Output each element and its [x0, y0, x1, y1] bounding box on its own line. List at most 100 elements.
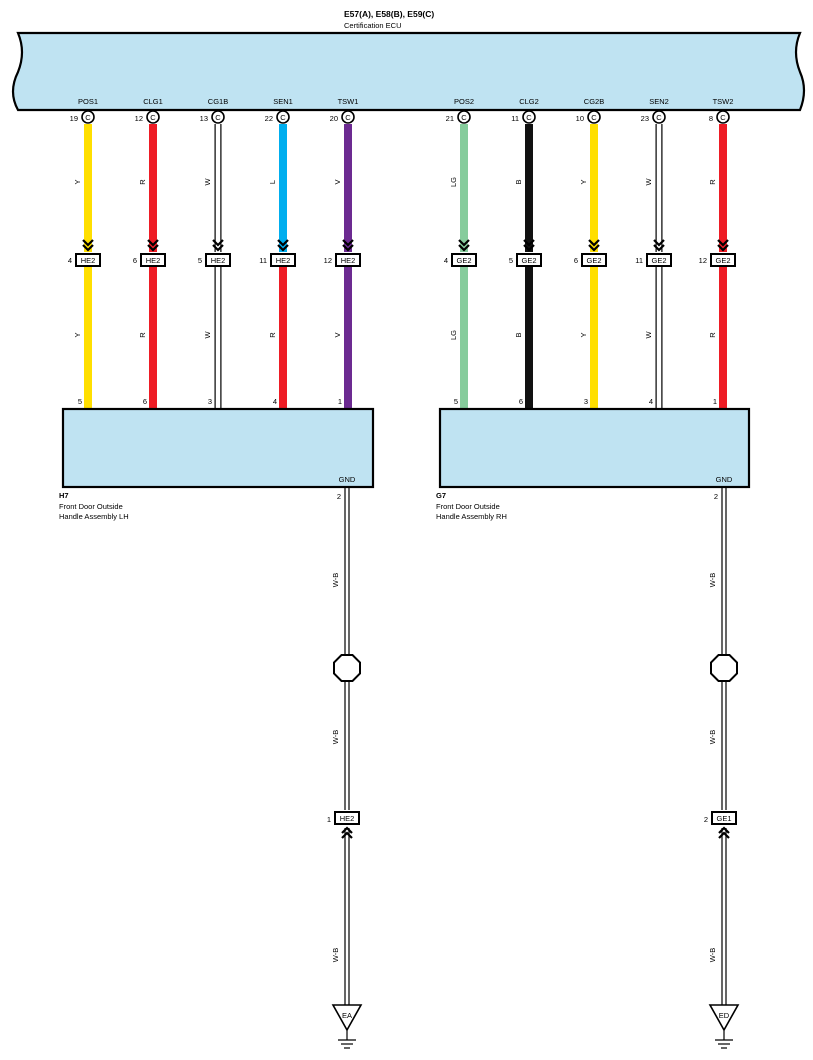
inline-connector: GE2	[646, 253, 672, 267]
wire-sen2: SEN223CWW11GE24SENS	[635, 97, 672, 423]
ecu-pin-label: CLG1	[143, 97, 163, 106]
wire-clg1: CLG112CRR6HE26ANT1	[133, 97, 166, 423]
ecu-pin-number: 19	[70, 114, 78, 123]
inline-pin-number: 11	[259, 256, 267, 265]
inline-connector: HE2	[140, 253, 166, 267]
ground-wire-color-upper: W-B	[708, 573, 717, 587]
chevron-icon	[277, 239, 289, 252]
wire-color-upper: LG	[449, 177, 458, 187]
ecu-pin-label: SEN2	[649, 97, 669, 106]
ground-wire-color-lower: W-B	[708, 948, 717, 962]
ecu-connector-circle	[276, 110, 290, 124]
wire-color-lower: W	[644, 331, 653, 339]
inline-connector-box	[646, 253, 672, 267]
ecu-pin-number: 10	[576, 114, 584, 123]
inline-connector-label: GE2	[521, 256, 536, 265]
wire-color-lower: R	[138, 332, 147, 338]
inline-connector-label: GE2	[715, 256, 730, 265]
module-box	[61, 407, 375, 489]
ecu-pin-label: TSW1	[338, 97, 359, 106]
inline-connector-box	[140, 253, 166, 267]
chevron-icon-stroke	[212, 239, 224, 247]
module-name-line1: Front Door Outside	[59, 502, 123, 511]
inline-connector: GE2	[516, 253, 542, 267]
ecu-connector-letter: C	[280, 113, 286, 122]
chevron-icon	[588, 239, 600, 252]
wire-color-upper: R	[708, 179, 717, 185]
module-gnd-pin: 2	[337, 492, 341, 501]
chevron-icon	[523, 239, 535, 252]
wire-color-upper: Y	[579, 179, 588, 184]
ecu-pin-label: CG1B	[208, 97, 228, 106]
chevron-icon-stroke	[653, 244, 665, 252]
inline-pin-number: 12	[324, 256, 332, 265]
module-pin-number: 1	[338, 397, 342, 406]
ecu-connector-circle	[81, 110, 95, 124]
chevron-icon	[458, 239, 470, 252]
ground-wire-color-upper: W-B	[331, 573, 340, 587]
certification-ecu: E57(A), E58(B), E59(C) Certification ECU	[11, 9, 806, 112]
inline-pin-number: 5	[509, 256, 513, 265]
inline-connector-box	[710, 253, 736, 267]
wire-tsw1: TSW120CVV12HE21TRG+	[324, 97, 361, 423]
splice-octagon-icon	[333, 654, 361, 682]
ecu-connector-letter: C	[591, 113, 597, 122]
ground-connector: HE2	[334, 811, 360, 825]
chevron-icon	[147, 239, 159, 252]
ecu-connector-circle	[341, 110, 355, 124]
ecu-connector-letter: C	[526, 113, 532, 122]
module-gnd-pin: 2	[714, 492, 718, 501]
ecu-subtitle: Certification ECU	[344, 21, 402, 30]
ecu-pin-label: POS1	[78, 97, 98, 106]
chevron-icon-stroke	[342, 239, 354, 247]
ecu-connector-circle	[211, 110, 225, 124]
ecu-connector-circle	[652, 110, 666, 124]
ecu-pin-label: CG2B	[584, 97, 604, 106]
ecu-body	[11, 31, 806, 112]
inline-pin-number: 11	[635, 256, 643, 265]
ecu-pin-label: POS2	[454, 97, 474, 106]
chevron-up-icon-stroke	[718, 826, 730, 834]
ecu-pin-label: TSW2	[713, 97, 734, 106]
module-name-line2: Handle Assembly RH	[436, 512, 507, 521]
ecu-connector-letter: C	[215, 113, 221, 122]
ecu-connector-circle	[146, 110, 160, 124]
wire-color-upper: Y	[73, 179, 82, 184]
module-pin-number: 1	[713, 397, 717, 406]
inline-connector-label: HE2	[341, 256, 356, 265]
chevron-icon-stroke	[588, 244, 600, 252]
wire-color-lower: V	[333, 332, 342, 337]
inline-pin-number: 6	[133, 256, 137, 265]
chevron-icon-stroke	[342, 244, 354, 252]
chevron-icon-stroke	[212, 244, 224, 252]
wire-sen1: SEN122CLR11HE24SENS	[259, 97, 296, 423]
wire-color-lower: Y	[579, 332, 588, 337]
ecu-pin-label: SEN1	[273, 97, 293, 106]
ground-connector-pin: 1	[327, 815, 331, 824]
chevron-icon	[82, 239, 94, 252]
inline-connector-label: HE2	[276, 256, 291, 265]
wire-color-upper: W	[203, 178, 212, 186]
ecu-connector-circle	[522, 110, 536, 124]
ecu-connector-letter: C	[85, 113, 91, 122]
wire-color-lower: LG	[449, 330, 458, 340]
wire-color-upper: V	[333, 179, 342, 184]
chevron-icon-stroke	[147, 244, 159, 252]
inline-connector: GE2	[581, 253, 607, 267]
inline-connector-label: GE2	[456, 256, 471, 265]
wire-pos1: POS119CYY4HE25B	[68, 97, 101, 423]
ecu-pin-number: 8	[709, 114, 713, 123]
ground-wire-color-lower: W-B	[331, 948, 340, 962]
chevron-icon-stroke	[523, 244, 535, 252]
inline-connector-box	[270, 253, 296, 267]
ground-point-label: EA	[342, 1011, 352, 1020]
wire-pos2: POS221CLGLG4GE25B	[444, 97, 477, 423]
chevron-up-icon-stroke	[718, 831, 730, 839]
inline-connector: HE2	[270, 253, 296, 267]
module-name-line1: Front Door Outside	[436, 502, 500, 511]
ecu-pin-number: 12	[135, 114, 143, 123]
ground-connector-label: GE1	[716, 814, 731, 823]
